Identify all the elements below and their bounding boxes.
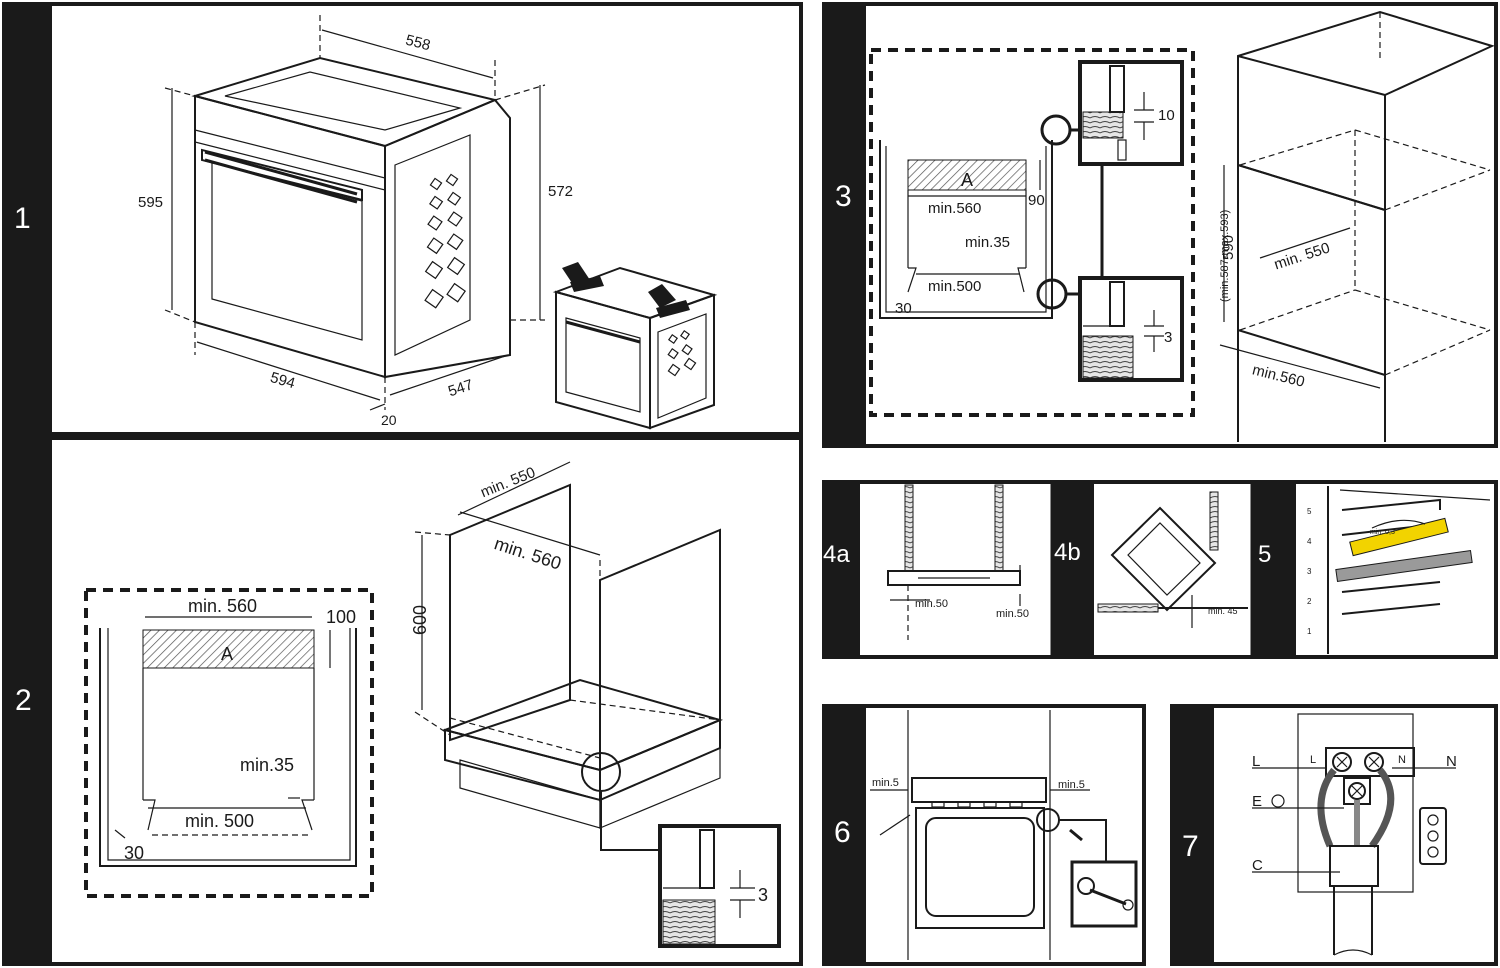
dim-20: 20 [381, 412, 397, 428]
p5-level-1: 1 [1307, 627, 1312, 636]
p5-level-2: 2 [1307, 597, 1312, 606]
panel-3-tall-cabinet: 3 A 90 min.560 min.35 min.500 30 [822, 2, 1498, 448]
p5-level-3: 3 [1307, 567, 1312, 576]
oven-large-drawing [164, 15, 546, 411]
p6-dim-left: min.5 [872, 777, 899, 789]
p3-tall-cabinet-3d [1219, 10, 1495, 442]
side-vent-pattern [424, 173, 467, 309]
dim-547: 547 [446, 376, 475, 400]
p3-dim-90: 90 [1028, 192, 1045, 209]
panel-2-under-counter: 2 min. 560 100 A min.35 min. 500 30 [2, 436, 803, 966]
carry-hand-left-icon [562, 262, 604, 292]
p5-level-numbers: 5 4 3 2 1 [1307, 507, 1312, 636]
p2-dim-100: 100 [326, 607, 356, 627]
p4b-dim-gap: min. 45 [1208, 606, 1238, 616]
p3-dim-590: 590 [1220, 235, 1237, 260]
p3-detail-3: 3 [1164, 329, 1172, 346]
p2-zone-A: A [221, 644, 233, 664]
panel-3-number: 3 [835, 180, 852, 213]
niche-front-section [84, 588, 374, 898]
panel-6-fixing: 6 [822, 704, 1146, 966]
p7-label-C: C [1252, 857, 1263, 874]
dim-558: 558 [404, 32, 432, 55]
p3-niche-section [869, 48, 1195, 417]
p7-label-N: N [1446, 753, 1457, 770]
p4a-dim-right: min.50 [996, 608, 1029, 620]
p2-detail-inset [658, 824, 781, 948]
panel-1-dimensions: 1 [2, 2, 803, 436]
p2-dim-min560: min. 560 [188, 596, 257, 616]
p2-dim-30: 30 [124, 843, 144, 863]
p5-dim-gap: min. 0,3 [1370, 529, 1395, 536]
p2-dim-600: 600 [410, 605, 430, 635]
panel-4b: 4b [1052, 482, 1248, 657]
p7-label-E: E [1252, 793, 1262, 810]
carry-hand-right-icon [648, 284, 690, 318]
p2-dim-min35: min.35 [240, 755, 294, 775]
panel-1-number: 1 [14, 202, 31, 235]
p7-terminal-N: N [1398, 754, 1406, 766]
p3-dim-min500: min.500 [928, 278, 981, 295]
p5-level-5: 5 [1307, 507, 1312, 516]
cabinet-3d-drawing [414, 461, 724, 851]
dim-595: 595 [138, 194, 163, 211]
p3-detail-10: 10 [1158, 107, 1175, 124]
panel-4-5-row: 4a min.50 min.50 4b min. 45 5 [822, 480, 1498, 659]
panel-5: 5 [1252, 482, 1491, 657]
p6-dim-right: min.5 [1058, 779, 1085, 791]
panel-2-number: 2 [15, 684, 32, 717]
p3-detail-top [1078, 60, 1184, 166]
p5-level-4: 4 [1307, 537, 1312, 546]
earth-symbol-icon [1271, 794, 1285, 808]
panel-7-number: 7 [1182, 830, 1199, 863]
panel-7-wiring: 7 [1170, 704, 1498, 966]
panel-4a: 4a [823, 482, 1021, 657]
p3-dim-30: 30 [895, 300, 912, 317]
p2-detail-3: 3 [758, 885, 768, 905]
p2-dim-min500: min. 500 [185, 811, 254, 831]
p7-terminal-L: L [1310, 754, 1316, 766]
p3-zone-A: A [961, 170, 973, 190]
dim-572: 572 [548, 183, 573, 200]
p3-dim-min35: min.35 [965, 234, 1010, 251]
p4a-dim-left: min.50 [915, 598, 948, 610]
dim-594: 594 [268, 369, 297, 392]
p3-detail-bottom [1078, 276, 1184, 382]
p3-dim-range: (min.587-max.593) [1219, 210, 1231, 302]
p7-label-L: L [1252, 753, 1260, 770]
oven-small-carry-drawing [552, 262, 718, 430]
p3-dim-min560: min.560 [928, 200, 981, 217]
panel-4a-number: 4a [823, 541, 850, 568]
panel-6-number: 6 [834, 816, 851, 849]
panel-5-number: 5 [1258, 541, 1271, 568]
panel-4b-number: 4b [1054, 539, 1081, 566]
